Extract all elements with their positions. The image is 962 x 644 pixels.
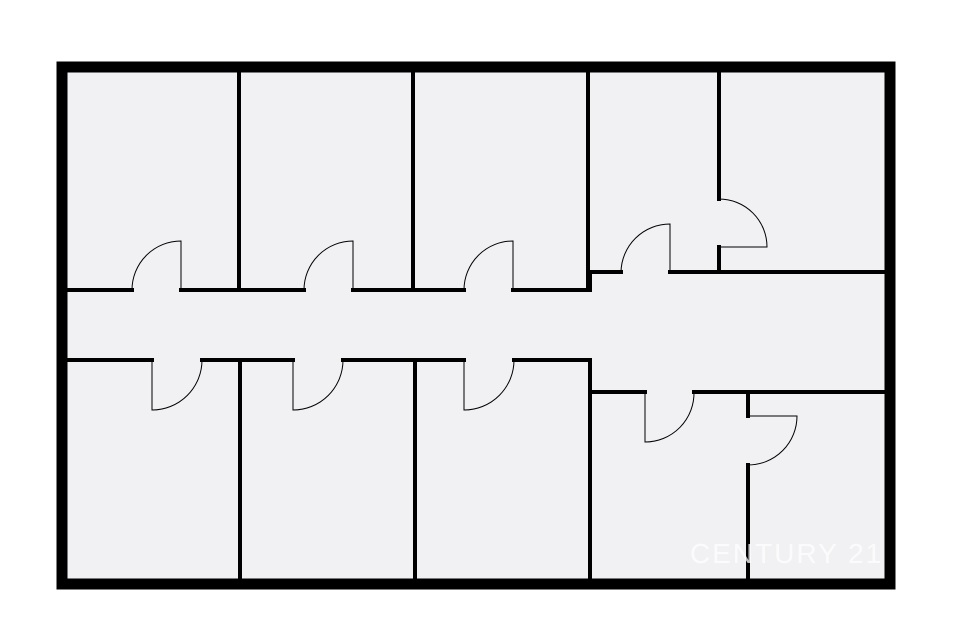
door-swing — [620, 223, 671, 273]
door-swing — [303, 240, 354, 291]
door-swing — [644, 391, 695, 443]
floor-area — [62, 67, 890, 584]
door-swing — [463, 240, 514, 291]
door-swing — [747, 415, 798, 466]
door-swing — [718, 198, 768, 248]
interior-walls — [60, 65, 892, 586]
watermark: CENTURY 21 — [690, 538, 884, 569]
door-swing — [463, 359, 515, 411]
doors — [131, 198, 798, 466]
door-swing — [131, 240, 182, 291]
door-swing — [292, 359, 344, 411]
door-swing — [151, 359, 203, 411]
exterior-wall — [56, 61, 896, 590]
